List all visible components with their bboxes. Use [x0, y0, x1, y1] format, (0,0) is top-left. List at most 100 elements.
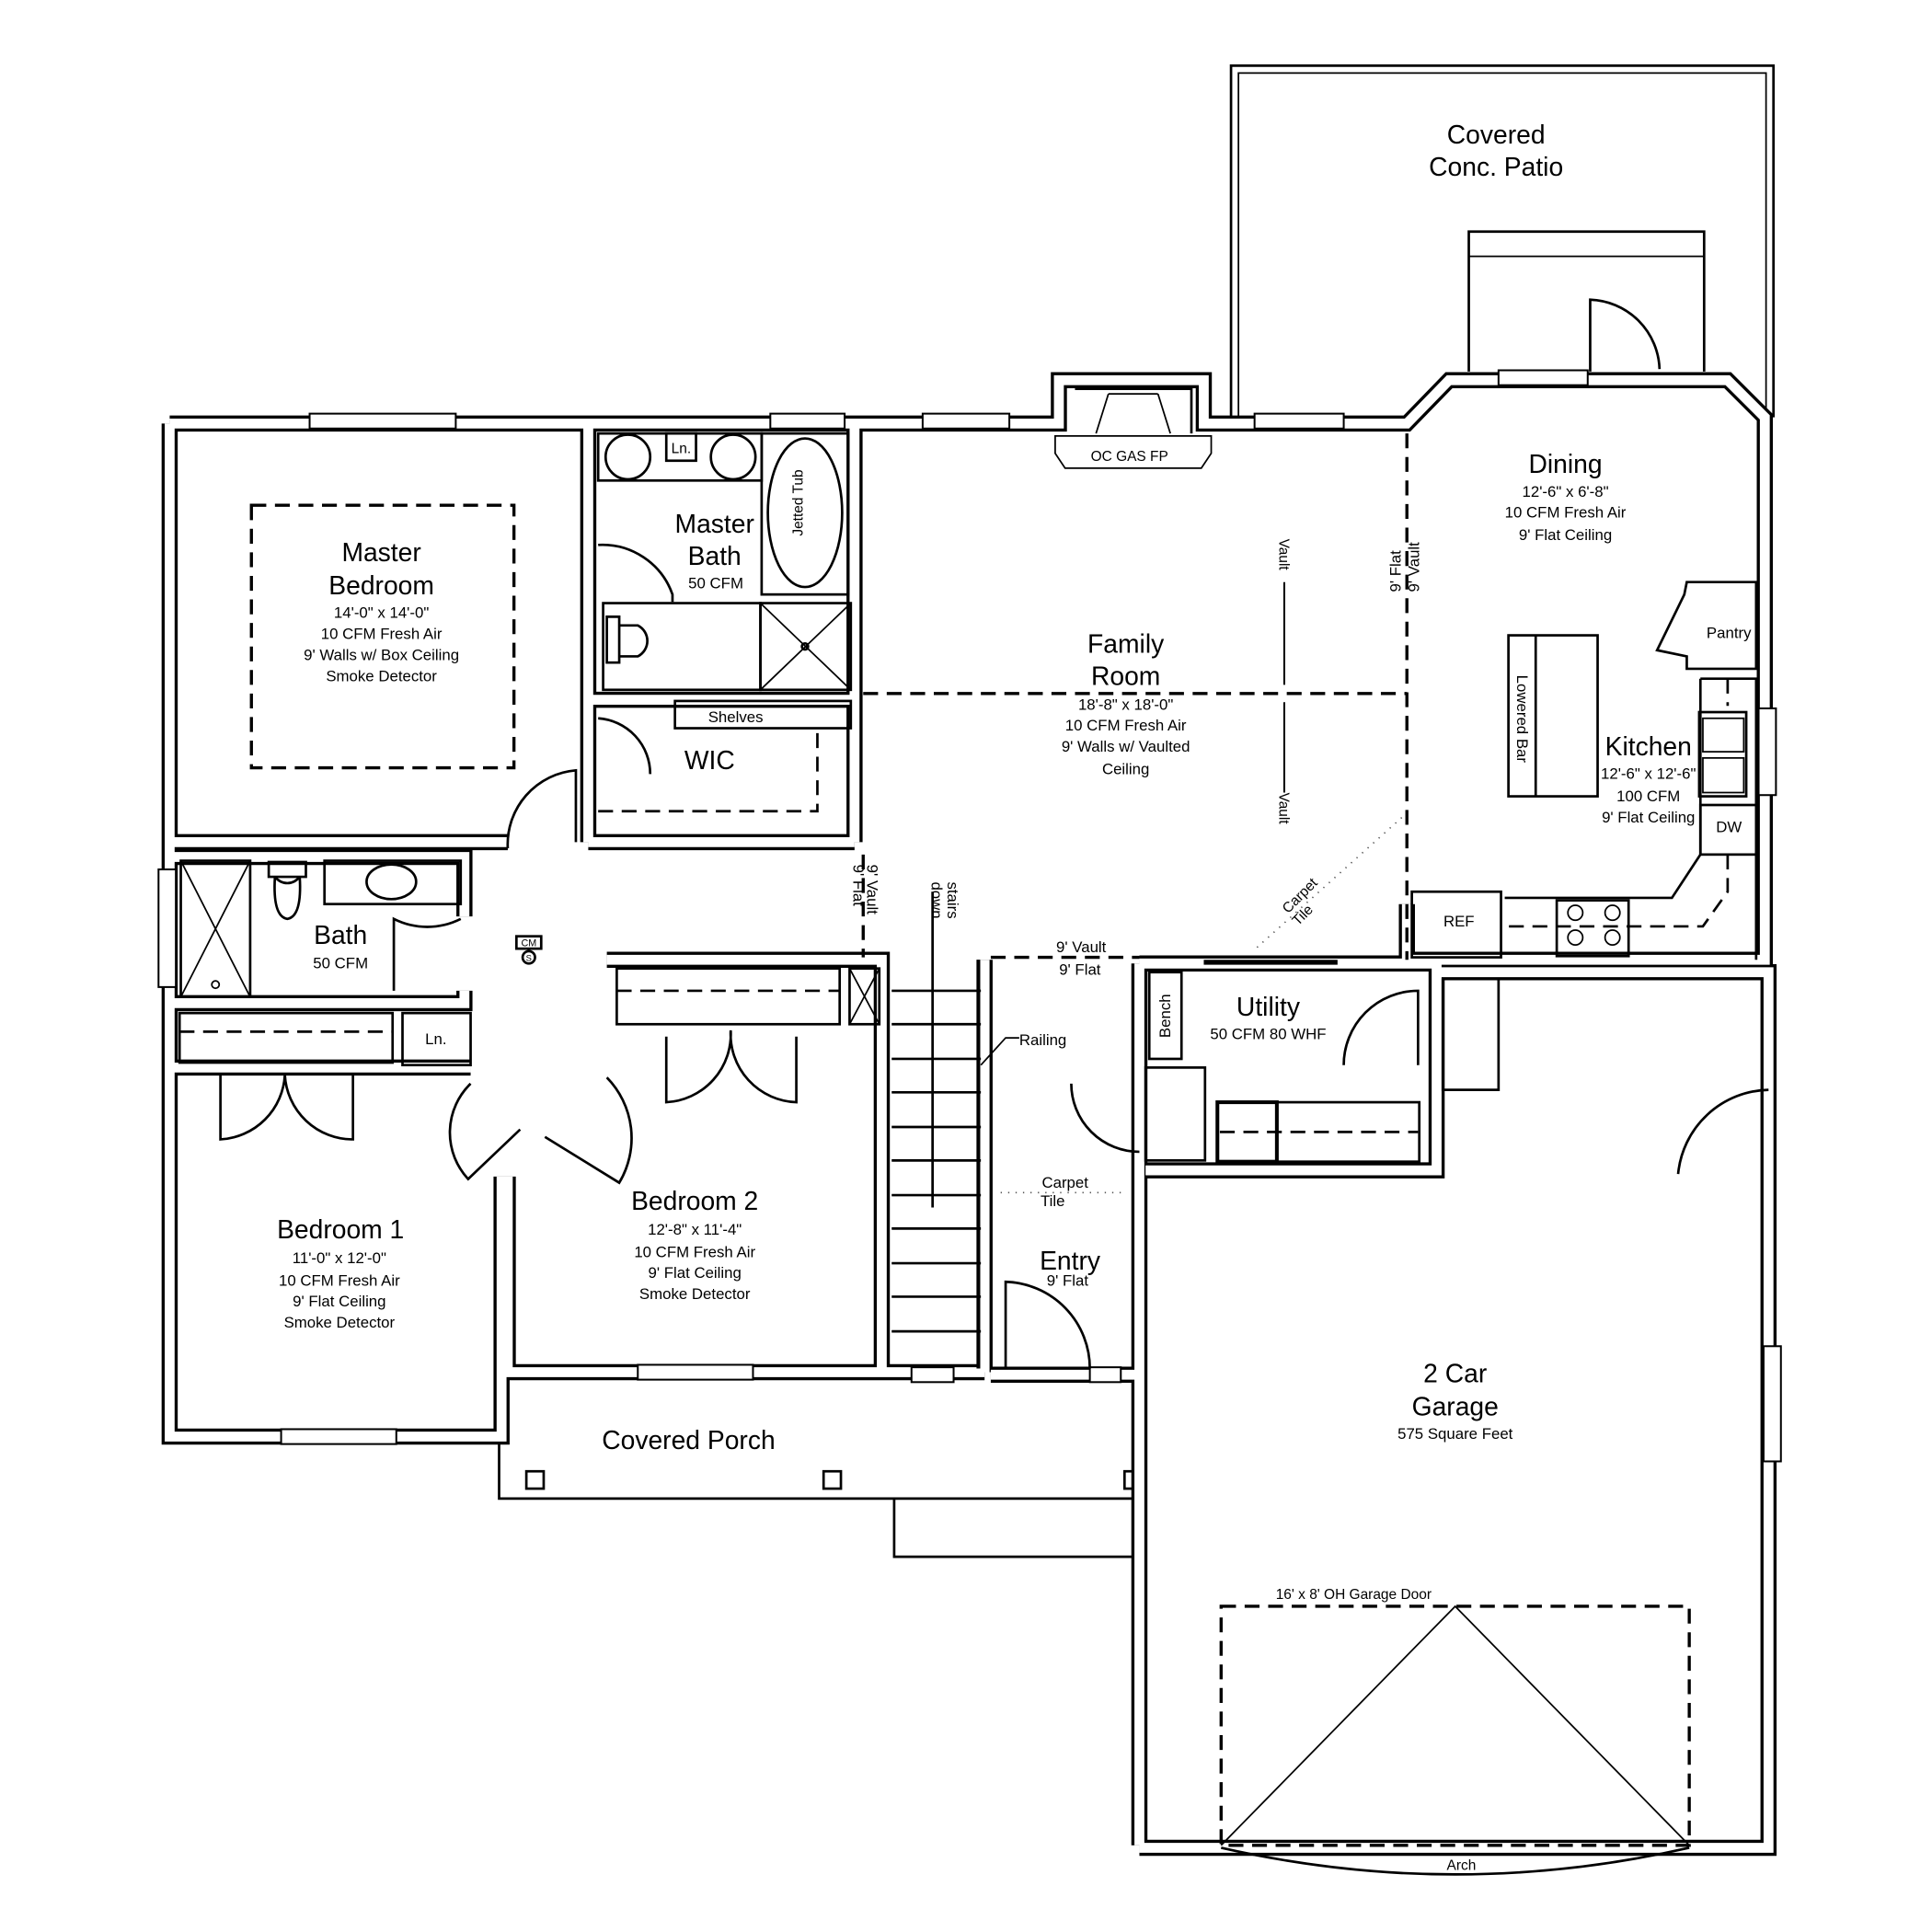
- arch-label: Arch: [1447, 1858, 1477, 1874]
- room-detector: Smoke Detector: [639, 1285, 751, 1303]
- master-bath: Ln. Jetted Tub Master Bath 50 CFM: [596, 431, 853, 692]
- fireplace-label: OC GAS FP: [1091, 449, 1168, 465]
- hall-detectors: CM S: [515, 935, 543, 965]
- family-room: Vault Vault 9' Flat 9' Vault Family Room…: [863, 433, 1423, 960]
- tub-label: Jetted Tub: [790, 469, 806, 535]
- room-ceiling: 9' Flat Ceiling: [1602, 809, 1695, 826]
- fireplace-icon: OC GAS FP: [1054, 387, 1213, 469]
- room-ceiling: 9' Flat: [1047, 1271, 1089, 1289]
- room-name: Family: [1087, 628, 1165, 658]
- room-size: 14'-0" x 14'-0": [334, 604, 429, 622]
- range-icon: [1555, 899, 1630, 958]
- kitchen: Pantry Lowered Bar DW REF Kitchen 12'-6"…: [1410, 581, 1758, 960]
- smoke-label: S: [526, 953, 532, 963]
- smoke-detector-icon: [521, 949, 536, 965]
- covered-patio: Covered Conc. Patio: [1229, 64, 1776, 418]
- jetted-tub-icon: [766, 437, 844, 589]
- hvac-chase: [848, 967, 881, 1026]
- front-door-swing[interactable]: [1004, 1280, 1091, 1369]
- vault-label: Vault: [1276, 539, 1292, 571]
- dishwasher: [1698, 803, 1758, 857]
- linen-label: Ln.: [672, 442, 692, 457]
- room-air: 10 CFM Fresh Air: [321, 626, 443, 643]
- bench-label: Bench: [1156, 994, 1174, 1038]
- ceiling-label: 9' Vault: [863, 865, 880, 915]
- room-ceiling: 9' Flat Ceiling: [1519, 526, 1612, 544]
- room-name: Bedroom 1: [277, 1214, 404, 1244]
- window: [769, 412, 846, 430]
- room-detector: Smoke Detector: [284, 1314, 396, 1331]
- room-name: WIC: [684, 745, 735, 775]
- room-ceiling: 9' Flat Ceiling: [293, 1293, 385, 1310]
- refrigerator: [1410, 890, 1502, 959]
- room-size: 12'-6" x 12'-6": [1601, 765, 1696, 783]
- window: [1253, 412, 1345, 430]
- railing-label: Railing: [1019, 1031, 1066, 1049]
- room-ceiling: 9' Walls w/ Vaulted: [1062, 738, 1190, 755]
- arch: [1221, 1846, 1690, 1876]
- room-size: 12'-8" x 11'-4": [648, 1221, 742, 1238]
- room-size: 12'-6" x 6'-8": [1523, 483, 1609, 500]
- window: [910, 1366, 955, 1384]
- master-bedroom-label: Master Bedroom 14'-0" x 14'-0" 10 CFM Fr…: [304, 537, 459, 685]
- utility: Bench Utility 50 CFM 80 WHF: [1070, 960, 1421, 1164]
- ref-label: REF: [1443, 913, 1475, 930]
- ceiling-label: 9' Flat: [850, 865, 868, 907]
- entry: Carpet Tile Entry 9' Flat: [1000, 1174, 1127, 1369]
- room-ceiling: 9' Flat Ceiling: [649, 1264, 742, 1282]
- dining: Dining 12'-6" x 6'-8" 10 CFM Fresh Air 9…: [1505, 449, 1627, 544]
- shelves-label: Shelves: [708, 708, 764, 726]
- window: [157, 868, 178, 988]
- sink-icon: [1697, 710, 1748, 798]
- room-ceiling: 9' Walls w/ Box Ceiling: [304, 647, 459, 664]
- ceiling-label: 9' Vault: [1406, 542, 1423, 592]
- room-detector: Smoke Detector: [326, 667, 437, 684]
- room-name: Bath: [688, 541, 742, 570]
- bedroom-1: Bedroom 1 11'-0" x 12'-0" 10 CFM Fresh A…: [178, 1011, 522, 1331]
- shelves: [673, 699, 853, 730]
- room-air: 10 CFM Fresh Air: [1505, 504, 1627, 522]
- toilet-icon: [267, 860, 307, 921]
- window: [308, 412, 457, 430]
- cm-icon: [515, 935, 543, 950]
- room-name: Bath: [314, 920, 367, 949]
- stairs-label: down: [927, 881, 945, 918]
- bedroom-2: Bedroom 2 12'-8" x 11'-4" 10 CFM Fresh A…: [544, 967, 881, 1303]
- patio-label-1: Covered: [1447, 120, 1546, 149]
- sink-icon: [604, 433, 652, 481]
- room-fan: 50 CFM: [313, 955, 368, 972]
- garage-door-swing[interactable]: [1676, 1088, 1769, 1175]
- room-name: Utility: [1236, 992, 1301, 1021]
- room-area: 575 Square Feet: [1397, 1425, 1513, 1443]
- window: [637, 1363, 754, 1381]
- flooring-label: Carpet: [1041, 1174, 1088, 1191]
- pantry-label: Pantry: [1707, 624, 1752, 641]
- sink-icon: [365, 863, 418, 901]
- garage-door-label: 16' x 8' OH Garage Door: [1276, 1587, 1432, 1603]
- window: [1088, 1366, 1122, 1384]
- room-name: Room: [1091, 661, 1160, 690]
- porch-label: Covered Porch: [602, 1425, 775, 1455]
- hall-bath: Bath 50 CFM Ln.: [179, 859, 472, 1067]
- window: [921, 412, 1011, 430]
- ceiling-label: 9' Vault: [1056, 938, 1107, 956]
- pantry: [1655, 581, 1758, 671]
- window: [1757, 707, 1777, 797]
- toilet-icon: [605, 615, 649, 664]
- master-door-swing[interactable]: [506, 768, 578, 849]
- room-air: 10 CFM Fresh Air: [279, 1271, 400, 1289]
- overhead-garage-door[interactable]: [1219, 1604, 1691, 1847]
- room-fan: 100 CFM: [1616, 788, 1680, 805]
- room-name: Entry: [1040, 1246, 1101, 1275]
- box-ceiling-outline: [249, 503, 516, 770]
- stairs[interactable]: Railing down stairs: [891, 881, 1066, 1369]
- dw-label: DW: [1716, 819, 1742, 836]
- room-air: 10 CFM Fresh Air: [634, 1243, 755, 1260]
- linen-closet: [401, 1011, 472, 1067]
- windows: [157, 369, 1782, 1463]
- walk-in-closet: Shelves WIC: [598, 699, 853, 813]
- stairs-label: stairs: [944, 881, 961, 918]
- window: [280, 1428, 397, 1445]
- lowered-bar: [1507, 634, 1599, 798]
